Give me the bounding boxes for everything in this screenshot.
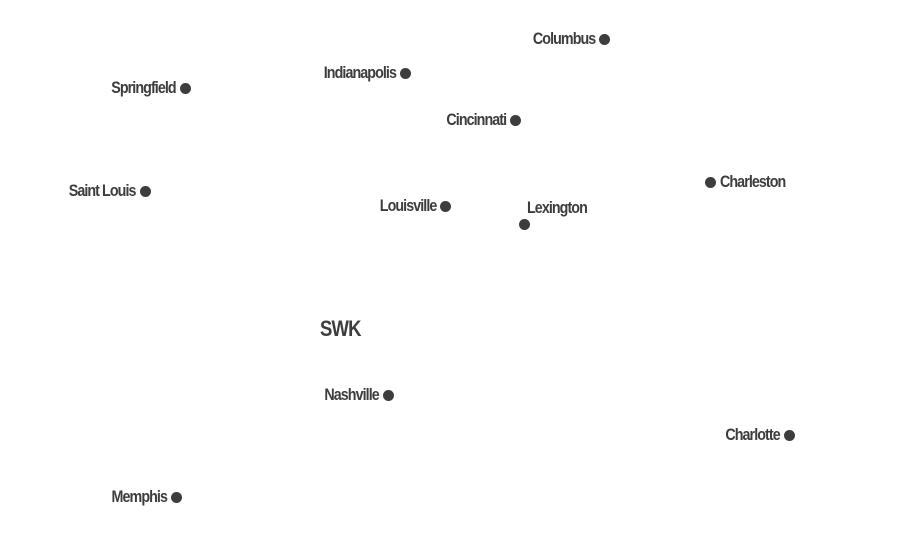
city-label-charleston: Charleston	[720, 172, 786, 191]
city-marker-icon	[140, 185, 151, 197]
city-columbus[interactable]: Columbus	[521, 29, 610, 49]
city-label-charlotte: Charlotte	[725, 425, 781, 444]
city-marker-icon	[180, 82, 191, 94]
city-label-cincinnati: Cincinnati	[446, 110, 507, 129]
city-charleston[interactable]: Charleston	[705, 172, 798, 192]
city-marker-icon	[519, 219, 530, 230]
city-label-indianapolis: Indianapolis	[323, 63, 397, 82]
city-marker-icon	[383, 389, 394, 401]
city-memphis[interactable]: Memphis	[101, 487, 182, 507]
city-cincinnati[interactable]: Cincinnati	[435, 110, 521, 130]
city-marker-icon	[599, 33, 610, 45]
city-marker-icon	[400, 67, 411, 79]
city-marker-icon	[784, 429, 795, 441]
city-lexington[interactable]: Lexington	[527, 198, 598, 218]
city-label-lexington: Lexington	[527, 198, 588, 217]
city-marker-icon	[705, 176, 716, 188]
city-label-springfield: Springfield	[111, 78, 177, 97]
region-label: SWK	[320, 316, 361, 341]
city-saint-louis[interactable]: Saint Louis	[56, 181, 151, 201]
city-marker-icon	[510, 114, 521, 126]
city-label-nashville: Nashville	[324, 385, 380, 404]
city-marker-icon	[171, 491, 182, 503]
city-springfield[interactable]: Springfield	[99, 78, 191, 98]
city-nashville[interactable]: Nashville	[314, 385, 394, 405]
city-lexington-marker[interactable]	[519, 219, 530, 230]
city-label-memphis: Memphis	[111, 487, 168, 506]
city-indianapolis[interactable]: Indianapolis	[310, 63, 411, 83]
city-marker-icon	[440, 200, 451, 212]
city-louisville[interactable]: Louisville	[369, 196, 451, 216]
city-label-louisville: Louisville	[379, 196, 437, 215]
city-label-columbus: Columbus	[532, 29, 596, 48]
city-label-saint-louis: Saint Louis	[69, 181, 137, 200]
city-charlotte[interactable]: Charlotte	[715, 425, 795, 445]
